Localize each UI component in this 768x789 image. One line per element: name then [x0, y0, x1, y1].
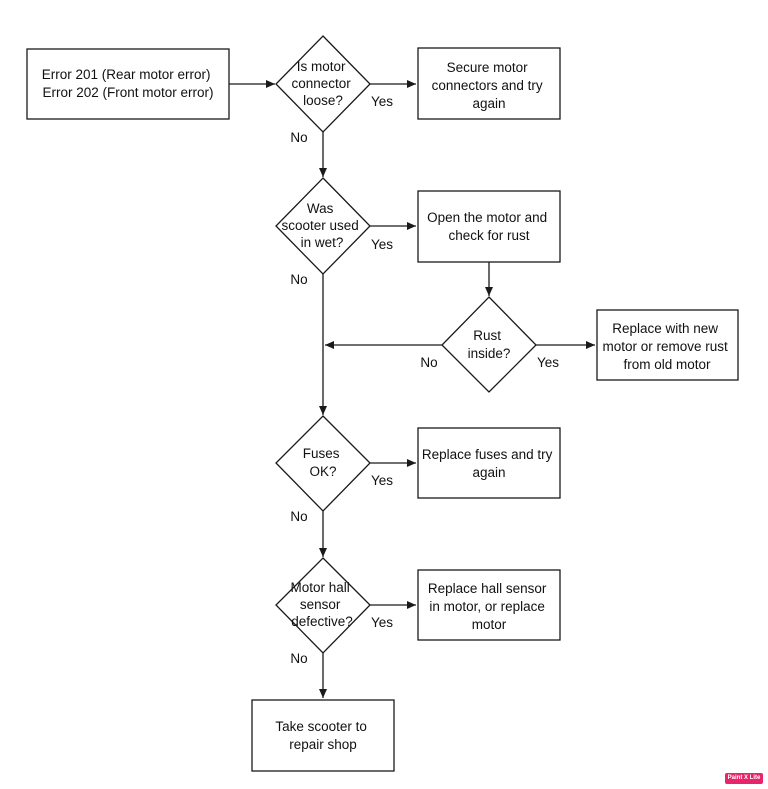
process-box-replace-fuses: Replace fuses and try again	[417, 427, 561, 499]
watermark-badge: Paint X Lite	[725, 773, 763, 784]
rust-line-2: inside?	[468, 346, 511, 361]
process-box-secure: Secure motor connectors and try again	[417, 47, 561, 120]
process-box-replace-motor: Replace with new motor or remove rust fr…	[596, 309, 739, 381]
hall-line-1: Motor hall	[290, 580, 349, 595]
hall-line-2: sensor	[300, 597, 341, 612]
hall-action-line-3: motor	[472, 617, 507, 632]
decision-connector-loose: Is motor connector loose?	[275, 35, 371, 133]
fuses-line-2: OK?	[309, 464, 336, 479]
start-line-2: Error 202 (Front motor error)	[42, 85, 213, 100]
svg-text:Was scooter used i: Was scooter used in wet?	[281, 201, 362, 250]
hall-action-line-2: in motor, or replace	[429, 599, 545, 614]
label-wet-yes: Yes	[371, 237, 393, 252]
label-connector-yes: Yes	[371, 94, 393, 109]
hall-line-3: defective?	[291, 614, 353, 629]
label-hall-no: No	[290, 651, 307, 666]
svg-text:Replace hall sensor in m: Replace hall sensor in motor, or replace…	[428, 581, 550, 632]
replace-motor-line-3: from old motor	[623, 357, 711, 372]
end-line-1: Take scooter to	[275, 719, 367, 734]
decision-used-in-wet: Was scooter used in wet?	[275, 177, 371, 275]
decision-fuses-ok: Fuses OK?	[275, 415, 371, 512]
edges	[229, 80, 595, 698]
svg-text:Is motor connector: Is motor connector loose?	[291, 59, 354, 108]
svg-text:Take scooter to repair s: Take scooter to repair shop	[275, 719, 370, 752]
label-hall-yes: Yes	[371, 615, 393, 630]
start-line-1: Error 201 (Rear motor error)	[42, 67, 211, 82]
fuses-action-line-1: Replace fuses and try	[422, 447, 553, 462]
connector-line-2: connector	[291, 76, 351, 91]
connector-line-3: loose?	[303, 93, 343, 108]
hall-action-line-1: Replace hall sensor	[428, 581, 547, 596]
wet-line-3: in wet?	[301, 235, 344, 250]
svg-text:Open the motor and check: Open the motor and check for rust	[427, 210, 551, 243]
rust-line-1: Rust	[473, 328, 501, 343]
end-line-2: repair shop	[289, 737, 357, 752]
svg-text:Replace fuses and try ag: Replace fuses and try again	[422, 447, 556, 480]
open-line-2: check for rust	[448, 228, 529, 243]
process-box-replace-hall: Replace hall sensor in motor, or replace…	[417, 569, 561, 641]
decision-hall-sensor: Motor hall sensor defective?	[275, 557, 371, 654]
wet-line-1: Was	[307, 201, 334, 216]
process-box-end: Take scooter to repair shop	[251, 699, 395, 772]
svg-text:Error 201 (Rear motor error): Error 201 (Rear motor error) Error 202 (…	[42, 67, 215, 100]
process-box-start: Error 201 (Rear motor error) Error 202 (…	[26, 48, 230, 120]
secure-line-1: Secure motor	[447, 60, 529, 75]
fuses-line-1: Fuses	[303, 446, 340, 461]
process-box-open-motor: Open the motor and check for rust	[417, 190, 561, 263]
label-rust-yes: Yes	[537, 355, 559, 370]
svg-text:Replace with new motor o: Replace with new motor or remove rust fr…	[602, 321, 731, 372]
svg-text:Rust inside?: Rust inside?	[468, 328, 511, 361]
label-rust-no: No	[420, 355, 437, 370]
connector-line-1: Is motor	[297, 59, 346, 74]
label-connector-no: No	[290, 130, 307, 145]
replace-motor-line-1: Replace with new	[612, 321, 718, 336]
replace-motor-line-2: motor or remove rust	[602, 339, 728, 354]
svg-text:Secure motor connectors: Secure motor connectors and try again	[432, 60, 547, 111]
secure-line-2: connectors and try	[432, 78, 543, 93]
open-line-1: Open the motor and	[427, 210, 547, 225]
decision-rust-inside: Rust inside?	[441, 296, 537, 393]
svg-text:Fuses OK?: Fuses OK?	[303, 446, 344, 479]
label-fuses-yes: Yes	[371, 473, 393, 488]
svg-text:Motor hall sensor: Motor hall sensor defective?	[290, 580, 353, 629]
label-fuses-no: No	[290, 509, 307, 524]
label-wet-no: No	[290, 272, 307, 287]
secure-line-3: again	[472, 96, 505, 111]
wet-line-2: scooter used	[281, 218, 358, 233]
fuses-action-line-2: again	[472, 465, 505, 480]
